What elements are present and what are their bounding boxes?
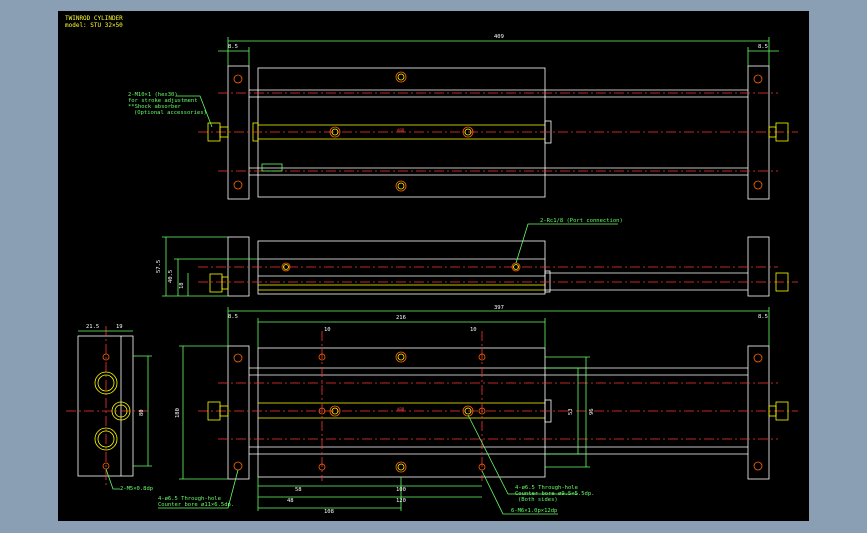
dim-side-h1: 57.5 (156, 259, 162, 273)
callout-stroke-adjust-4: (Optional accessories) (134, 110, 207, 116)
hole (329, 126, 341, 138)
drawing-title: TWINROD CYLINDER (65, 15, 123, 22)
dim-216: 216 (396, 315, 406, 321)
dim-end-19: 19 (116, 324, 123, 330)
dim-end-215: 21.5 (86, 324, 100, 330)
callout-port: 2-Rc1/8 (Port connection) (540, 218, 623, 224)
dim-180: 180 (175, 408, 181, 418)
drawing-frame: TWINROD CYLINDER model: STU 32×50 409 8.… (58, 11, 809, 521)
dim-bottom-right: 8.5 (758, 314, 768, 320)
hole (395, 180, 407, 192)
top-left-plate (227, 65, 250, 200)
callout-thru-left-1: 4-ø6.5 Through-hole (158, 496, 221, 502)
dim-10a: 10 (324, 327, 331, 333)
center-mark-top: АВВ (397, 128, 405, 133)
callout-thru-right-1: 4-ø6.5 Through-hole (515, 485, 578, 491)
dim-10b: 10 (470, 327, 477, 333)
dim-bottom-total: 397 (494, 305, 504, 311)
top-view (176, 37, 798, 200)
callout-m6: 6-M6×1.0p×12dp (511, 508, 558, 514)
dim-side-h3: 18 (179, 282, 185, 289)
dim-96: 96 (589, 408, 595, 415)
dim-top-total: 409 (494, 34, 504, 40)
dim-120: 120 (396, 498, 406, 504)
center-mark-bottom: АВВ (397, 407, 405, 412)
bottom-view (158, 307, 798, 515)
hole (753, 180, 763, 190)
callout-thru-right-2: Counter bore ø9.5×5.5dp. (515, 491, 595, 497)
callout-thru-left-2: Counter bore ø11×6.5dp. (158, 502, 235, 508)
callout-stroke-adjust-3: **Shock absorber (128, 104, 181, 110)
dim-top-right: 8.5 (758, 44, 768, 50)
dim-58: 58 (295, 487, 302, 493)
callout-thru-right-3: (Both sides) (518, 497, 558, 503)
model-label: model: STU 32×50 (65, 22, 123, 29)
hole (233, 74, 243, 84)
callout-stroke-adjust-2: for stroke adjustment (128, 98, 198, 104)
dim-end-80: 80 (139, 409, 145, 416)
nameplate (261, 163, 283, 172)
cad-drawing (66, 37, 798, 515)
hole (395, 71, 407, 83)
end-view (66, 326, 152, 490)
dim-53: 53 (568, 408, 574, 415)
dim-48: 48 (287, 498, 294, 504)
dim-side-h2: 40.5 (168, 269, 174, 283)
dim-bottom-left: 8.5 (228, 314, 238, 320)
hole (462, 126, 474, 138)
dim-top-left: 8.5 (228, 44, 238, 50)
dim-100: 100 (396, 487, 406, 493)
side-view (162, 223, 798, 297)
callout-m5: 2-M5×0.8dp (120, 486, 154, 492)
hole (753, 74, 763, 84)
hole (233, 180, 243, 190)
top-right-plate (747, 65, 770, 200)
dim-108: 108 (324, 509, 334, 515)
callout-stroke-adjust-1: 2-M10×1 (hex30) (128, 92, 178, 98)
